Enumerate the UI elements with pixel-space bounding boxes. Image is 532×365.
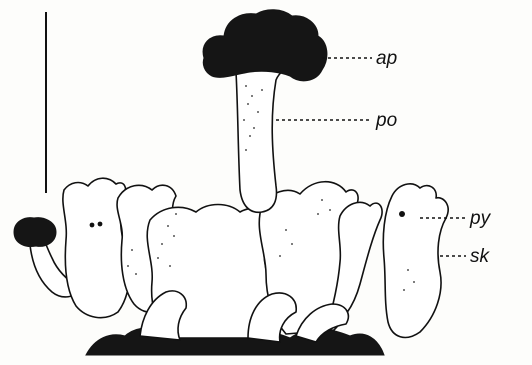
left-small-apothecium [14,218,56,247]
pycnidium-left-2 [98,222,103,227]
label-py: py [469,208,492,229]
main-apothecium [203,10,327,81]
pycnidium-left-1 [90,223,95,228]
label-po: po [375,110,397,131]
label-ap: ap [376,48,397,69]
label-sk: sk [470,246,491,267]
pycnidium-right [399,211,405,217]
squamule-right [383,184,448,338]
